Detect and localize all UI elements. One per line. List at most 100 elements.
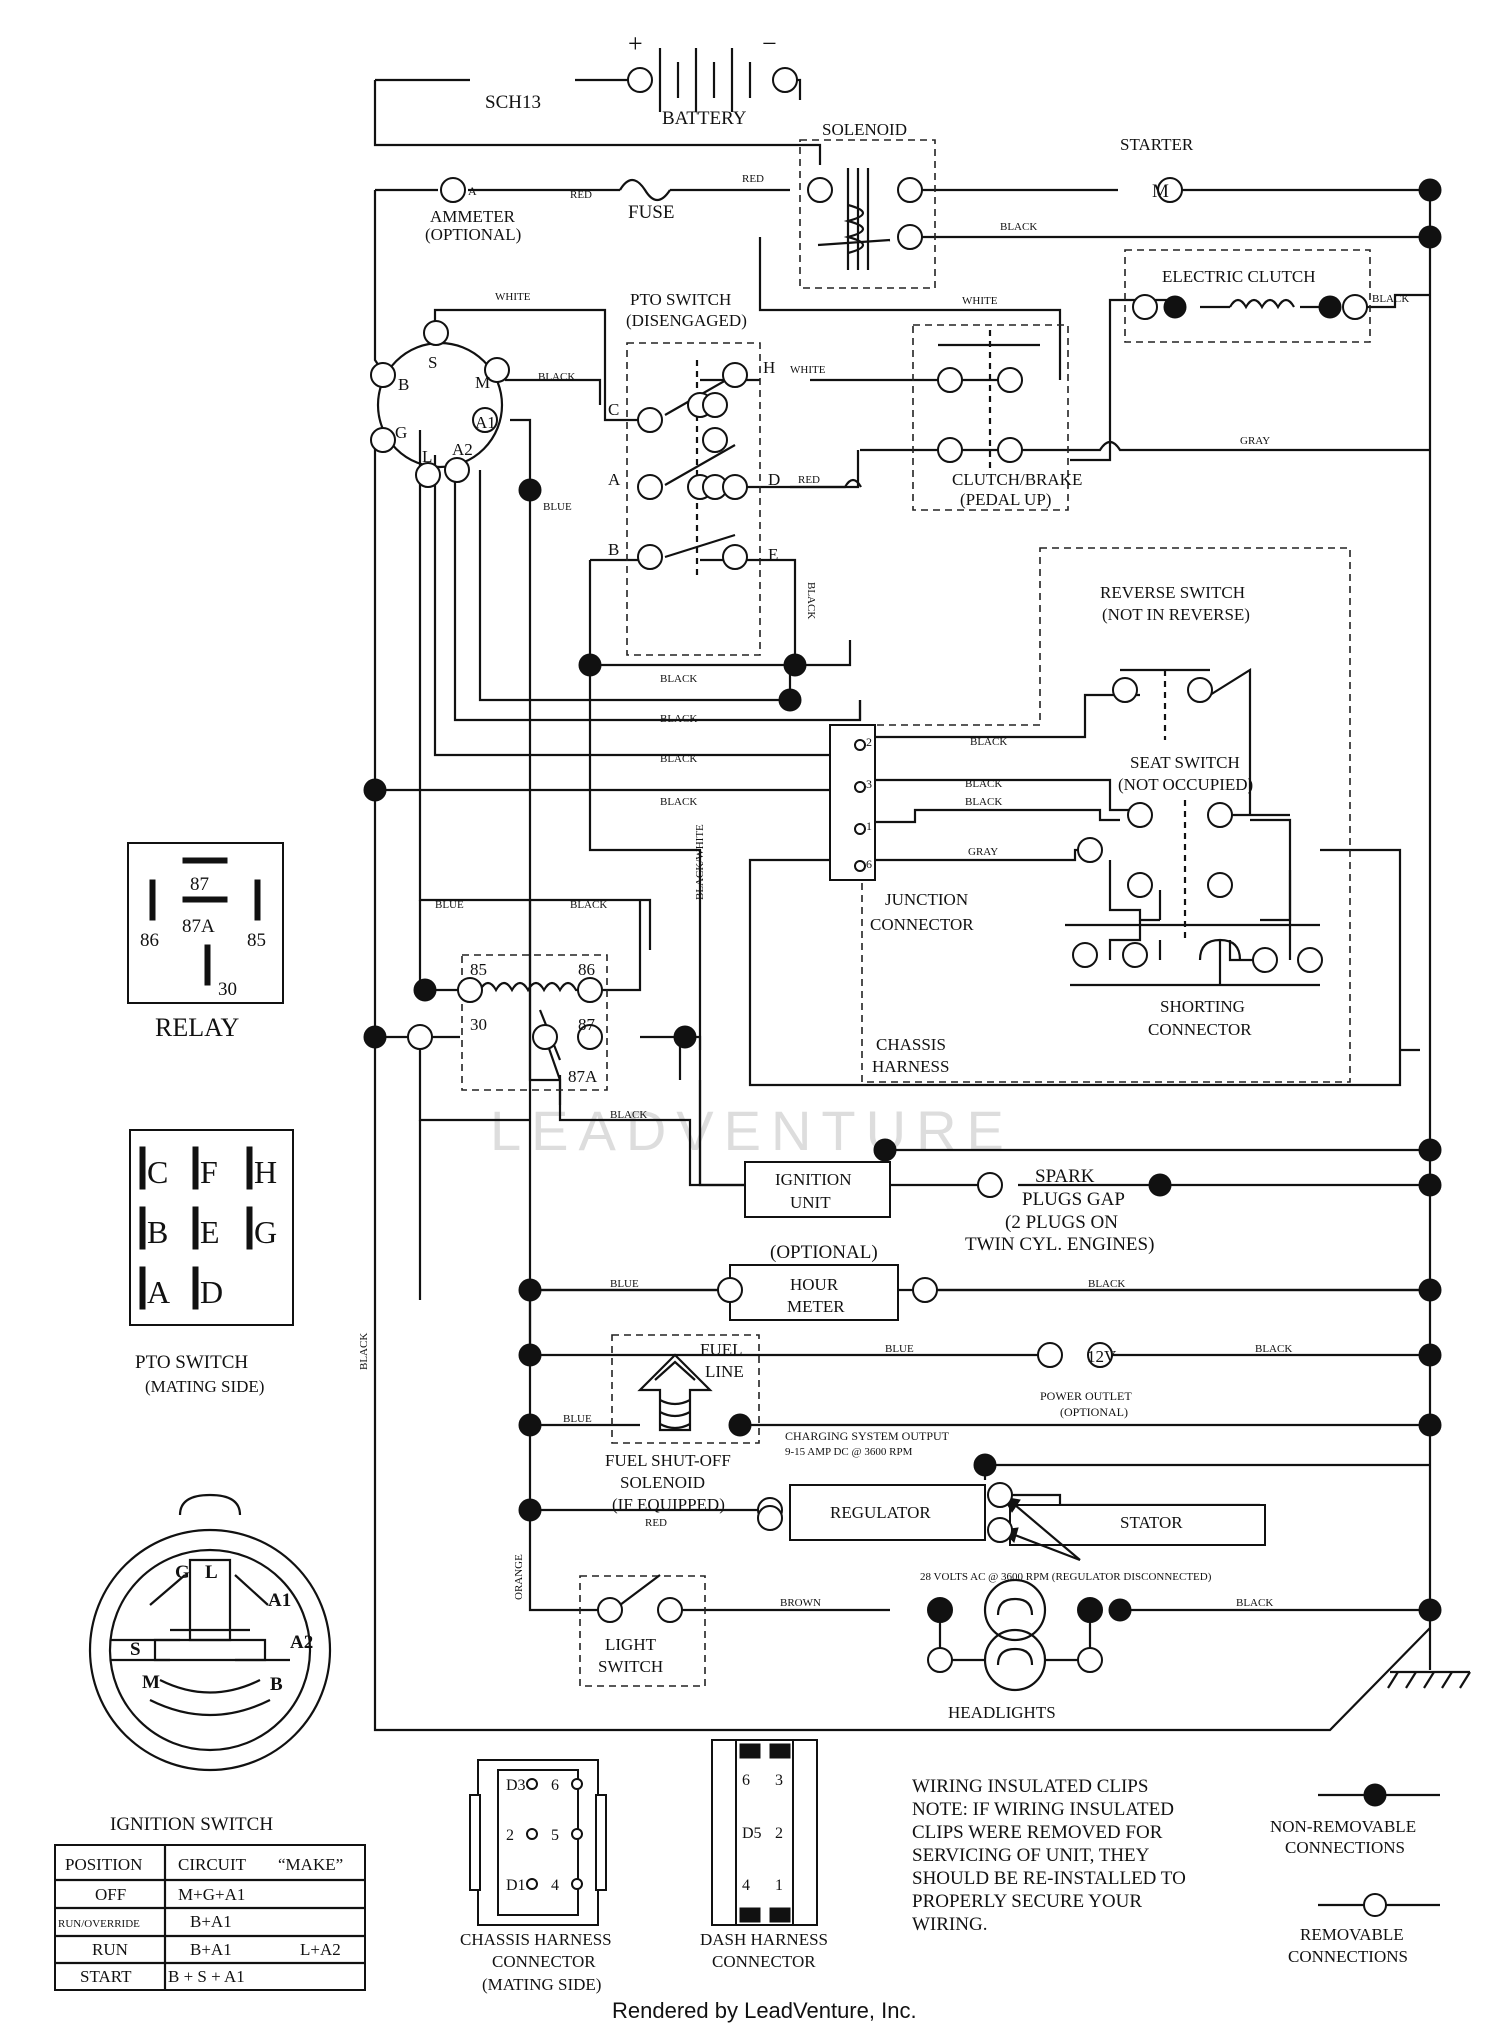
fuel-solenoid-label-2: SOLENOID	[620, 1473, 705, 1492]
svg-text:WHITE: WHITE	[495, 291, 531, 303]
non-removable-connection	[518, 478, 542, 502]
component-labels: SCH13 + − BATTERY SOLENOID STARTER M A A…	[395, 29, 1315, 1722]
chassis-connector-label: CHASSIS HARNESS	[460, 1930, 612, 1949]
fuse-icon	[619, 178, 671, 202]
spark-line-1: SPARK	[1035, 1166, 1095, 1187]
svg-text:BLACK: BLACK	[660, 796, 697, 808]
removable-connection	[407, 1024, 433, 1050]
non-removable-connection	[728, 1413, 752, 1437]
pto-legend-letter: D	[200, 1274, 223, 1310]
svg-text:BLACK: BLACK	[660, 673, 697, 685]
removable-connection	[415, 462, 441, 488]
footer: Rendered by LeadVenture, Inc.	[612, 1998, 917, 2023]
removable-connection	[577, 977, 603, 1003]
fuel-solenoid-icon	[637, 1353, 713, 1432]
ignition-unit-label: IGNITION	[775, 1170, 851, 1189]
junction-pin-6: 6	[866, 857, 872, 871]
chassis-pin-label: 5	[551, 1827, 559, 1844]
pto-legend-letter: E	[200, 1214, 220, 1250]
removable-connection	[1087, 1342, 1113, 1368]
removable-connection	[1157, 177, 1183, 203]
removable-connection	[423, 320, 449, 346]
non-removable-connection	[1418, 1138, 1442, 1162]
main-wires	[373, 78, 1471, 1732]
ign-leg-g: G	[175, 1562, 190, 1583]
spark-line-4: TWIN CYL. ENGINES)	[965, 1234, 1154, 1255]
relay-terminal-87: 87	[578, 1015, 596, 1034]
dash-connector-label-2: CONNECTOR	[712, 1952, 816, 1971]
removable-connection	[1207, 872, 1233, 898]
removable-connection	[1127, 872, 1153, 898]
starter-symbol: M	[1152, 181, 1169, 202]
removable-connection	[484, 357, 510, 383]
non-removable-connection	[518, 1498, 542, 1522]
non-removable-connection	[1418, 1598, 1442, 1622]
pto-legend-letter: B	[147, 1214, 168, 1250]
removable-connection	[1077, 1647, 1103, 1673]
battery-plus: +	[628, 29, 643, 58]
spark-line-2: PLUGS GAP	[1022, 1189, 1125, 1210]
power-outlet-symbol: 12V	[1087, 1347, 1117, 1366]
non-removable-connection	[1108, 1598, 1132, 1622]
pto-legend-bar	[192, 1206, 199, 1250]
dash-connector-label: DASH HARNESS	[700, 1930, 828, 1949]
headlights-icon	[983, 1578, 1047, 1692]
ign-leg-a1: A1	[268, 1590, 291, 1611]
removable-connection	[897, 224, 923, 250]
svg-text:RUN/OVERRIDE: RUN/OVERRIDE	[58, 1918, 140, 1930]
svg-text:WHITE: WHITE	[962, 295, 998, 307]
removable-connection	[722, 362, 748, 388]
removable-connection	[702, 392, 728, 418]
non-removable-connection	[413, 978, 437, 1002]
chassis-pin-label: D3	[506, 1777, 526, 1794]
ammeter-label: AMMETER	[430, 207, 516, 226]
power-outlet-optional: (OPTIONAL)	[1060, 1405, 1128, 1419]
svg-text:BLACK: BLACK	[538, 371, 575, 383]
dash-pin-label: 3	[775, 1772, 783, 1789]
svg-text:BLACK/WHITE: BLACK/WHITE	[694, 824, 706, 900]
relay-pin-86: 86	[140, 930, 159, 951]
svg-text:BLACK: BLACK	[805, 582, 817, 619]
removable-connection	[1207, 802, 1233, 828]
removable-connection	[657, 1597, 683, 1623]
starter-label: STARTER	[1120, 135, 1194, 154]
pto-legend-bar	[139, 1206, 146, 1250]
pto-terminal-a: A	[608, 470, 621, 489]
pto-legend-bar	[192, 1146, 199, 1190]
removable-connection	[472, 407, 498, 433]
non-removable-connection	[778, 688, 802, 712]
svg-text:WHITE: WHITE	[790, 364, 826, 376]
dash-pin-label: 1	[775, 1877, 783, 1894]
hour-meter-label-2: METER	[787, 1297, 845, 1316]
junction-pin	[854, 860, 866, 872]
fuel-solenoid-label: FUEL SHUT-OFF	[605, 1451, 731, 1470]
junction-pin	[854, 781, 866, 793]
non-removable-connection	[1418, 1278, 1442, 1302]
power-outlet-label: POWER OUTLET	[1040, 1389, 1132, 1403]
pto-terminal-d: D	[768, 470, 780, 489]
svg-text:BLACK: BLACK	[660, 713, 697, 725]
removable-connection	[370, 362, 396, 388]
svg-text:BLACK: BLACK	[1236, 1597, 1273, 1609]
ammeter-optional: (OPTIONAL)	[425, 225, 521, 244]
removable-connection	[997, 367, 1023, 393]
reverse-switch-state: (NOT IN REVERSE)	[1102, 605, 1250, 624]
pto-legend-bar	[246, 1146, 253, 1190]
junction-label-2: CONNECTOR	[870, 915, 974, 934]
light-switch-label-2: SWITCH	[598, 1657, 663, 1676]
pto-legend-letter: G	[254, 1214, 277, 1250]
removable-connection	[1297, 947, 1323, 973]
non-removable-connection	[673, 1025, 697, 1049]
removable-connection	[717, 1277, 743, 1303]
ign-leg-a2: A2	[290, 1632, 313, 1653]
svg-text:BLACK: BLACK	[610, 1109, 647, 1121]
pto-legend-letter: A	[147, 1274, 170, 1310]
svg-text:B + S + A1: B + S + A1	[168, 1967, 245, 1986]
battery-minus: −	[762, 29, 777, 58]
non-removable-connection	[1163, 295, 1187, 319]
battery-symbol	[658, 48, 752, 112]
component-boxes	[376, 341, 1266, 1546]
dash-pin-label: 4	[742, 1877, 750, 1894]
